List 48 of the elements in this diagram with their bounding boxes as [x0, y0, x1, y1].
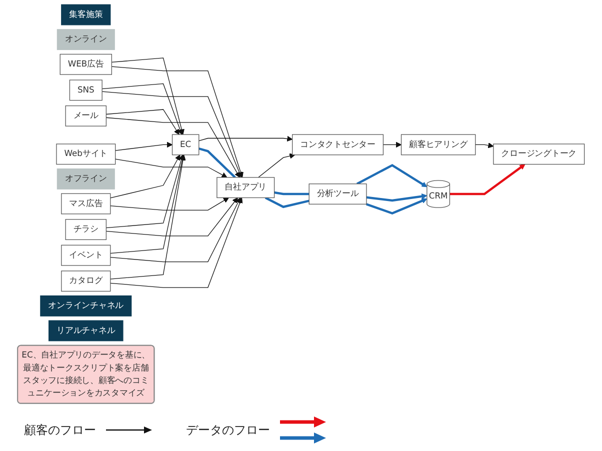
connector	[198, 147, 236, 178]
node-box: クロージングトーク	[493, 144, 585, 165]
arrow	[102, 83, 183, 135]
node-box: オンライン	[56, 29, 115, 50]
node-box: EC	[172, 134, 200, 156]
legend-label: データのフロー	[186, 422, 270, 438]
node-box: 集客施策	[61, 4, 111, 26]
node-box: イベント	[61, 244, 111, 266]
arrow	[366, 194, 428, 202]
connector	[274, 191, 310, 196]
arrow	[115, 158, 228, 178]
arrow	[356, 164, 428, 188]
node-box: カタログ	[61, 270, 111, 292]
arrow	[102, 91, 242, 178]
node-box: 自社アプリ	[216, 177, 275, 198]
arrow	[111, 66, 244, 178]
arrow	[475, 142, 494, 148]
node-box: オンラインチャネル	[40, 295, 132, 316]
arrow	[198, 136, 293, 142]
node-box: コンタクトセンター	[292, 134, 384, 156]
node-box: マス広告	[61, 193, 111, 214]
arrow	[110, 197, 243, 288]
arrow	[110, 154, 186, 280]
arrow	[110, 197, 241, 262]
node-box: メール	[65, 105, 107, 126]
legend-label: 顧客のフロー	[24, 422, 96, 438]
arrow	[366, 198, 428, 215]
arrow	[106, 117, 240, 178]
arrow	[258, 153, 296, 178]
arrow	[115, 142, 173, 151]
node-box: リアルチャネル	[48, 320, 124, 342]
node-box: WEB広告	[60, 54, 112, 75]
arrow	[382, 142, 402, 148]
node-box: SNS	[69, 80, 102, 101]
connector	[264, 196, 310, 208]
node-box: 顧客ヒアリング	[400, 134, 476, 156]
arrow	[106, 109, 180, 135]
arrow	[110, 154, 186, 254]
node-box: オフライン	[56, 168, 115, 190]
arrow	[110, 197, 229, 211]
node-box: 分析ツール	[308, 184, 367, 204]
arrow	[111, 58, 184, 135]
arrow	[450, 164, 526, 196]
arrow	[106, 154, 184, 228]
node-box: チラシ	[65, 219, 107, 240]
node-box: Webサイト	[56, 144, 116, 165]
arrow	[106, 197, 238, 236]
arrow	[110, 154, 180, 198]
